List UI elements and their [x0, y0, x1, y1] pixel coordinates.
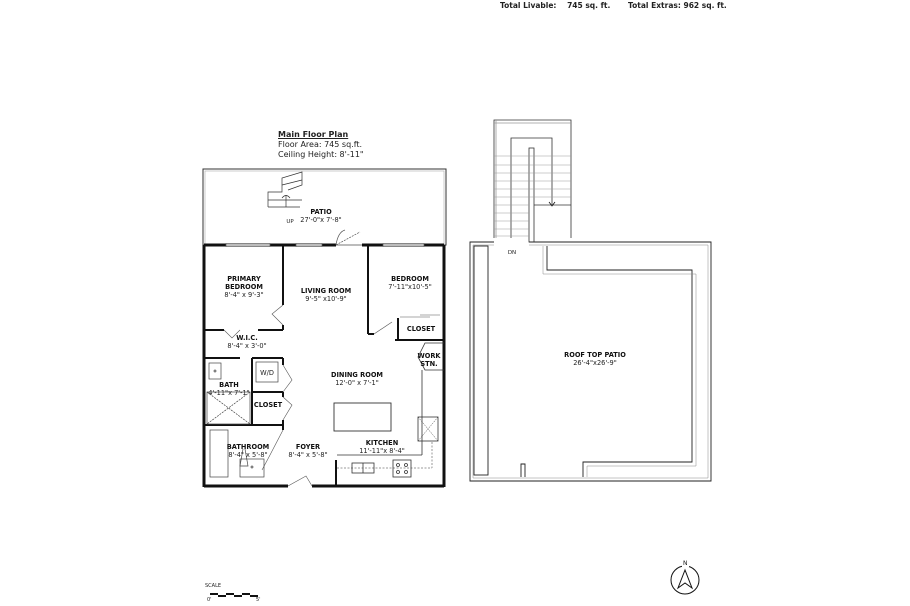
- room-bath: BATH 4'-11"x 7'-1": [208, 381, 250, 397]
- room-foyer: FOYER 8'-4" x 5'-8": [288, 443, 328, 459]
- total-extras: Total Extras: 962 sq. ft.: [628, 1, 727, 10]
- interior-doors: [223, 304, 440, 487]
- stair-down-arrow-icon: [548, 201, 556, 207]
- total-extras-label: Total Extras:: [628, 1, 681, 10]
- room-kitchen: KITCHEN 11'-11"x 8'-4": [359, 439, 405, 455]
- stair-treads: [494, 155, 571, 237]
- room-work-station: WORK STN.: [417, 352, 441, 368]
- total-livable-label: Total Livable:: [500, 1, 557, 10]
- total-extras-value: 962 sq. ft.: [683, 1, 727, 10]
- total-livable-value: 745 sq. ft.: [567, 1, 611, 10]
- scale-label: SCALE: [205, 583, 222, 589]
- kitchen-island: [333, 402, 392, 432]
- room-closet-hall: CLOSET: [253, 401, 283, 409]
- floor-area: Floor Area: 745 sq.ft.: [278, 140, 363, 149]
- kitchen-counters: [337, 342, 444, 478]
- main-floor-title: Main Floor Plan: [278, 130, 349, 139]
- scale-end: 5': [256, 597, 261, 603]
- compass-north-label: N: [682, 560, 689, 567]
- ceiling-height: Ceiling Height: 8'-11": [278, 150, 364, 159]
- room-dining-room: DINING ROOM 12'-0" x 7'-1": [331, 371, 383, 387]
- scale-bar: [210, 593, 258, 597]
- windows: [225, 243, 425, 247]
- room-patio: PATIO 27'-0"x 7'-8": [300, 208, 342, 224]
- exterior-walls: [202, 245, 446, 488]
- room-closet-bedroom: CLOSET: [406, 325, 436, 333]
- roof-patio-walls: [469, 241, 712, 482]
- room-bathroom: BATHROOM 8'-4" x 5'-8": [226, 443, 270, 459]
- main-floor-title-block: Main Floor Plan Floor Area: 745 sq.ft. C…: [278, 130, 364, 160]
- interior-walls: [204, 245, 444, 486]
- patio-outline: [202, 168, 447, 246]
- room-living-room: LIVING ROOM 9'-5" x10'-9": [300, 287, 352, 303]
- stair-up-label: UP: [286, 219, 294, 225]
- total-livable: Total Livable: 745 sq. ft.: [500, 1, 610, 10]
- scale-start: 0': [207, 597, 212, 603]
- stair-down-label: DN: [507, 250, 517, 256]
- room-wic: W.I.C. 8'-4" x 3'-0": [227, 334, 267, 350]
- bath-fixtures: [206, 361, 279, 478]
- room-roof-top-patio: ROOF TOP PATIO 26'-4"x26'-9": [564, 351, 626, 367]
- room-wd: W/D: [260, 369, 274, 377]
- patio-stair-icon: [267, 171, 303, 208]
- north-arrow-icon: [670, 565, 700, 595]
- room-bedroom: BEDROOM 7'-11"x10'-5": [388, 275, 432, 291]
- patio-door: [335, 229, 361, 246]
- room-primary-bedroom: PRIMARY BEDROOM 8'-4" x 9'-3": [224, 275, 264, 299]
